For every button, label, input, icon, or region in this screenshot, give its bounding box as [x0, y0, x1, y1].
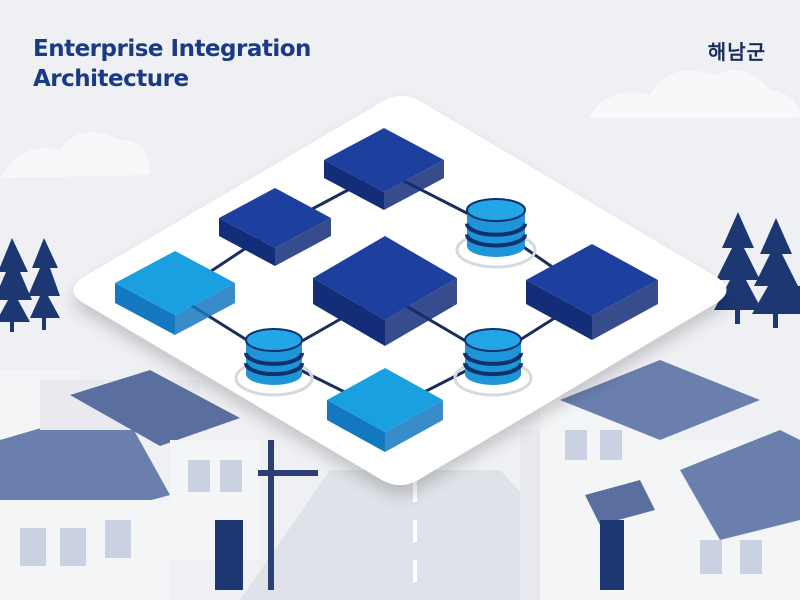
- node-hub-center: [313, 236, 457, 346]
- service-block-icon: [327, 368, 443, 432]
- node-database-top-right: [455, 198, 537, 269]
- service-block-left-face: [526, 280, 592, 340]
- page-title-line-1: Enterprise Integration: [33, 36, 311, 62]
- service-block-right-face: [275, 218, 331, 266]
- node-service-right: [526, 244, 658, 340]
- tree-trunk: [773, 312, 778, 328]
- cloud-right: [590, 70, 800, 118]
- service-block-icon: [219, 188, 331, 248]
- buildings-right: [520, 360, 800, 600]
- tree-trunk: [735, 308, 740, 324]
- tree-group-left: [0, 238, 60, 332]
- database-band-2: [244, 362, 304, 377]
- service-block-left-face: [313, 278, 385, 346]
- node-service-bottom: [327, 368, 443, 452]
- database-band-1: [463, 352, 523, 366]
- service-block-left-face: [327, 400, 385, 452]
- database-band-2: [465, 234, 527, 248]
- brand-name: 해남군: [707, 40, 766, 64]
- database-band-1: [465, 223, 527, 237]
- title-block: Enterprise Integration Architecture: [33, 34, 393, 94]
- node-service-upper-left: [219, 188, 331, 266]
- service-block-right-face: [175, 283, 235, 335]
- service-block-right-face: [592, 280, 658, 340]
- cloud-left: [0, 132, 150, 180]
- buildings-left: [0, 370, 318, 600]
- tree-trunk: [42, 316, 46, 330]
- database-band-1: [244, 352, 304, 366]
- database-icon: [466, 198, 526, 222]
- page-title-line-2: Architecture: [33, 66, 189, 92]
- service-block-right-face: [385, 278, 457, 346]
- database-band-2: [463, 362, 523, 377]
- database-icon: [245, 328, 303, 352]
- tree-icon: [714, 212, 762, 310]
- service-block-right-face: [385, 400, 443, 452]
- service-block-left-face: [115, 283, 175, 335]
- diagram-nodes: [115, 128, 658, 452]
- clouds: [0, 70, 800, 180]
- tree-icon: [0, 238, 32, 322]
- service-block-icon: [313, 236, 457, 320]
- tree-icon: [28, 238, 60, 318]
- service-block-icon: [115, 251, 235, 315]
- node-database-left: [234, 328, 314, 397]
- node-database-lower-right: [453, 328, 533, 397]
- tree-icon: [752, 218, 800, 314]
- service-block-left-face: [324, 160, 384, 210]
- service-block-right-face: [384, 160, 444, 210]
- node-service-left: [115, 251, 235, 335]
- database-icon: [464, 328, 522, 352]
- service-block-icon: [324, 128, 444, 192]
- service-block-icon: [526, 244, 658, 316]
- tree-trunk: [10, 320, 14, 332]
- service-block-left-face: [219, 218, 275, 266]
- tree-group-right: [714, 212, 800, 328]
- node-service-top: [324, 128, 444, 210]
